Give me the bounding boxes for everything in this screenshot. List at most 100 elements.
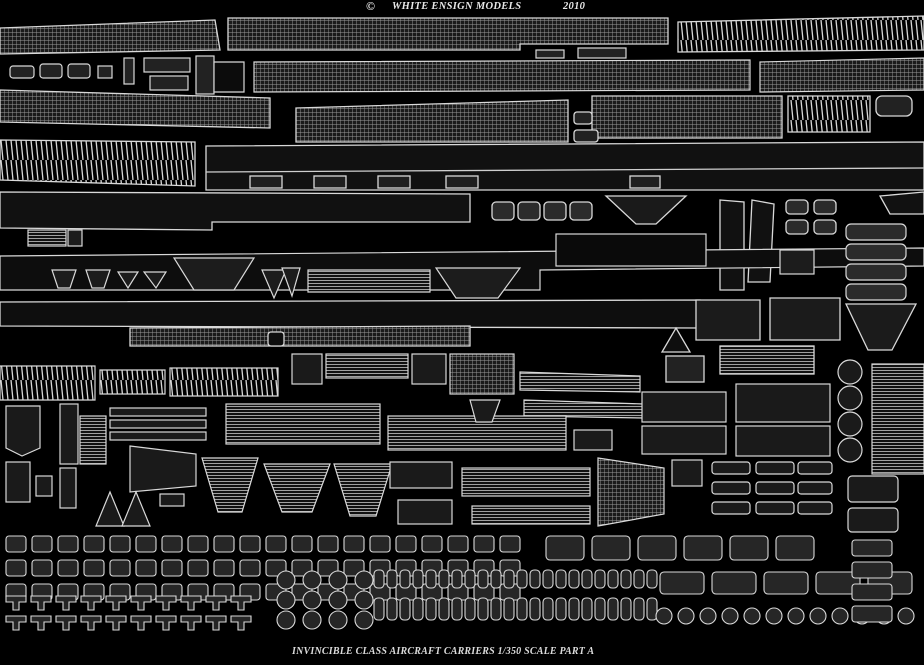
etched-part (239, 559, 261, 577)
etched-part (412, 569, 424, 589)
etched-part (354, 610, 374, 630)
etched-part (477, 597, 489, 621)
etched-part (328, 590, 348, 610)
etched-part (464, 597, 476, 621)
etched-part (31, 535, 53, 553)
etched-part (57, 535, 79, 553)
etched-part (555, 597, 567, 621)
etched-part (542, 569, 554, 589)
etched-part (765, 607, 783, 625)
etched-part (180, 615, 202, 631)
etched-part (425, 597, 437, 621)
etched-part (451, 569, 463, 589)
etched-part (438, 569, 450, 589)
etched-part (105, 595, 127, 611)
catwalk-strip-row-1 (0, 15, 924, 55)
etched-part (851, 539, 893, 557)
catwalk-strip-row-3 (0, 89, 913, 143)
etched-part (83, 559, 105, 577)
etched-part (276, 570, 296, 590)
etched-part (581, 569, 593, 589)
etched-part (109, 559, 131, 577)
etched-part (55, 615, 77, 631)
etched-part (464, 569, 476, 589)
etched-part (187, 559, 209, 577)
small-parts-grid (5, 535, 915, 631)
etched-part (581, 597, 593, 621)
etched-part (851, 583, 893, 601)
etched-part (373, 569, 385, 589)
etched-part (438, 597, 450, 621)
etched-part (399, 597, 411, 621)
etched-part (373, 597, 385, 621)
etched-part (369, 535, 391, 553)
etched-part (386, 569, 398, 589)
etched-part (57, 559, 79, 577)
etched-part (815, 571, 861, 595)
etched-part (109, 535, 131, 553)
etched-part (809, 607, 827, 625)
etched-part (594, 597, 606, 621)
etched-part (851, 605, 893, 623)
etched-part (620, 597, 632, 621)
etched-part (591, 535, 631, 561)
etched-part (291, 535, 313, 553)
etched-part (80, 595, 102, 611)
misc-parts-row-6 (0, 223, 924, 301)
etched-part (545, 535, 585, 561)
etched-part (130, 595, 152, 611)
etched-part (105, 615, 127, 631)
etched-part (568, 569, 580, 589)
etched-part (542, 597, 554, 621)
etched-part (503, 597, 515, 621)
copyright-symbol: © (366, 0, 376, 13)
etched-part (699, 607, 717, 625)
etched-part (677, 607, 695, 625)
etched-part (5, 559, 27, 577)
etched-part (655, 607, 673, 625)
etched-part (451, 597, 463, 621)
etched-part (317, 535, 339, 553)
etched-part (130, 615, 152, 631)
etched-part (5, 595, 27, 611)
etched-part (447, 535, 469, 553)
etched-part (851, 561, 893, 579)
etched-part (775, 535, 815, 561)
etched-part (205, 615, 227, 631)
etched-part (213, 535, 235, 553)
etched-part (187, 535, 209, 553)
etched-part (633, 597, 645, 621)
etched-part (490, 569, 502, 589)
etched-part (594, 569, 606, 589)
etched-part (328, 570, 348, 590)
maker-name: WHITE ENSIGN MODELS (392, 1, 522, 12)
etched-part (55, 595, 77, 611)
etched-part (230, 615, 252, 631)
etched-part (386, 597, 398, 621)
etched-part (637, 535, 677, 561)
etched-part (213, 559, 235, 577)
etched-part (425, 569, 437, 589)
etched-part (80, 615, 102, 631)
etched-part (276, 610, 296, 630)
etched-part (412, 597, 424, 621)
etched-part (503, 569, 515, 589)
etched-part (607, 597, 619, 621)
etched-part (328, 610, 348, 630)
etched-part (831, 607, 849, 625)
etched-part (395, 535, 417, 553)
etched-part (155, 595, 177, 611)
etched-part (633, 569, 645, 589)
etched-part (897, 607, 915, 625)
etched-part (529, 597, 541, 621)
etched-part (161, 559, 183, 577)
etched-part (421, 535, 443, 553)
etched-part (230, 595, 252, 611)
etched-part (155, 615, 177, 631)
large-parts-cluster (0, 353, 924, 533)
etched-part (205, 595, 227, 611)
etched-part (5, 535, 27, 553)
etched-part (302, 590, 322, 610)
